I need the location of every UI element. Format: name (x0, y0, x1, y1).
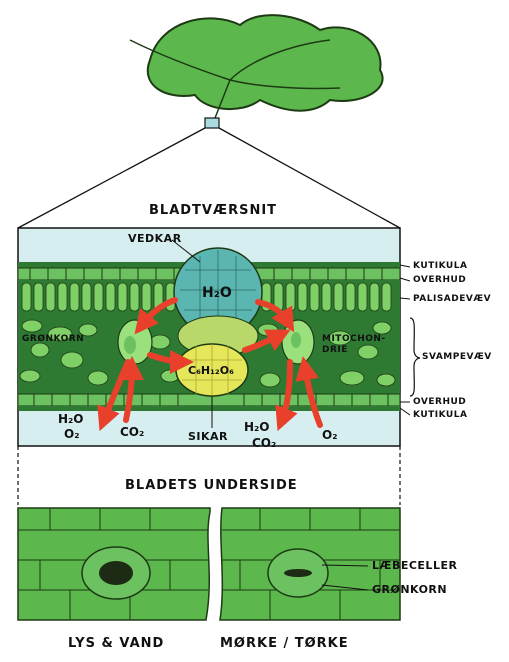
mitochondrie-organelle (282, 320, 314, 364)
label-kutikula-top: KUTIKULA (413, 261, 467, 271)
label-gronkorn-stoma: GRØNKORN (372, 583, 447, 596)
label-overhud-bottom: OVERHUD (413, 397, 466, 407)
sample-box (205, 118, 219, 128)
label-kutikula-bottom: KUTIKULA (413, 410, 467, 420)
svampevaev-bracket (410, 318, 420, 396)
label-svampevaev: SVAMPEVÆV (422, 352, 492, 362)
label-gronkorn-inner: GRØNKORN (22, 334, 84, 344)
label-mitochondrie-1: MITOCHON- (322, 334, 386, 344)
caption-lys-vand: LYS & VAND (68, 636, 164, 651)
chem-co2-left: CO₂ (120, 425, 144, 439)
caption-morke-torke: MØRKE / TØRKE (220, 636, 349, 651)
label-vedkar: VEDKAR (128, 232, 182, 245)
stoma-panel-open (18, 508, 210, 620)
leaf-illustration (130, 15, 383, 125)
lower-kutikula (18, 406, 400, 411)
label-mitochondrie-2: DRIE (322, 345, 348, 355)
gronkorn-organelle (118, 320, 152, 364)
chem-h2o-right: H₂O (244, 420, 270, 434)
diagram-title: BLADTVÆRSNIT (149, 203, 277, 218)
dashed-connectors (18, 446, 400, 505)
chem-h2o-vedkar: H₂O (202, 285, 232, 301)
chem-co2-right: CO₂ (252, 436, 276, 450)
label-laebeceller: LÆBECELLER (372, 559, 457, 572)
label-overhud-top: OVERHUD (413, 275, 466, 285)
chem-o2-right: O₂ (322, 428, 337, 442)
chem-o2-left: O₂ (64, 427, 79, 441)
underside-title: BLADETS UNDERSIDE (125, 478, 298, 493)
label-sikar: SIKAR (188, 430, 228, 443)
chem-glucose: C₆H₁₂O₆ (188, 364, 234, 377)
label-palisadevaev: PALISADEVÆV (413, 294, 491, 304)
chem-h2o-left: H₂O (58, 412, 84, 426)
